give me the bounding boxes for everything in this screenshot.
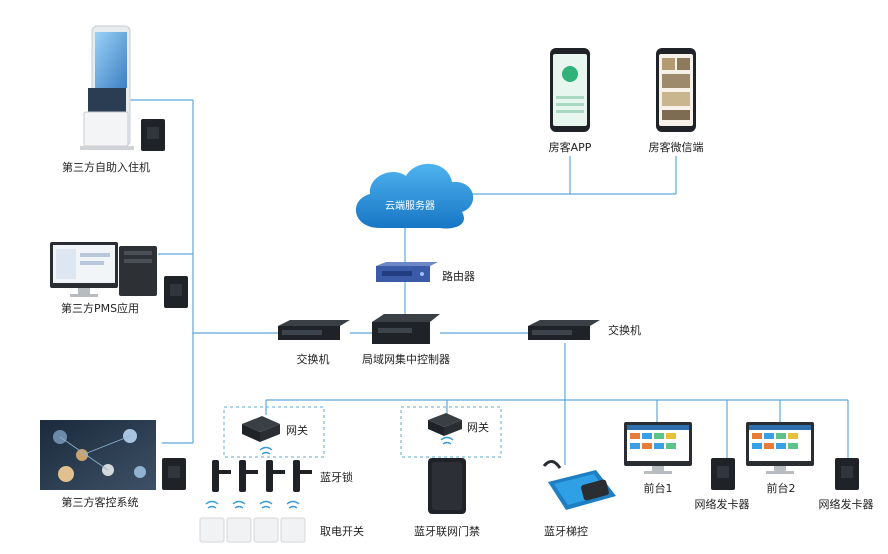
bluetooth-elevator-icon xyxy=(542,460,616,510)
guest-app-phone-icon xyxy=(550,48,590,132)
pms-tower-icon xyxy=(119,246,157,296)
connection-lines xyxy=(130,99,849,465)
gateway-2-dashed-box xyxy=(400,406,502,458)
room-control-card-reader-icon xyxy=(162,458,186,490)
kiosk-label: 第三方自助入住机 xyxy=(62,161,150,174)
gateway-2-icon xyxy=(428,413,462,436)
card-issuer-2-label: 网络发卡器 xyxy=(818,498,874,511)
guest-app-label: 房客APP xyxy=(548,141,592,154)
front-desk-1-label: 前台1 xyxy=(643,482,673,495)
switch-right-icon xyxy=(528,320,600,340)
front-desk-2-monitor-icon xyxy=(746,422,814,474)
switch-left-icon xyxy=(278,320,350,340)
router-icon xyxy=(376,262,438,282)
gateway-1-icon xyxy=(242,416,280,442)
card-issuer-1-label: 网络发卡器 xyxy=(694,498,750,511)
front-desk-1-monitor-icon xyxy=(624,422,692,474)
pms-label: 第三方PMS应用 xyxy=(60,302,140,315)
card-issuer-2-icon xyxy=(835,458,859,490)
switch-left-label: 交换机 xyxy=(296,353,330,366)
bluetooth-access-icon xyxy=(428,458,466,514)
kiosk-card-reader-icon xyxy=(141,119,165,151)
switch-right-label: 交换机 xyxy=(608,324,641,337)
bluetooth-elevator-label: 蓝牙梯控 xyxy=(544,525,588,538)
bluetooth-access-label: 蓝牙联网门禁 xyxy=(414,525,480,538)
pms-monitor-icon xyxy=(50,242,118,297)
front-desk-2-label: 前台2 xyxy=(766,482,796,495)
lan-controller-icon xyxy=(372,314,440,344)
bluetooth-lock-icons xyxy=(212,460,312,492)
kiosk-icon xyxy=(80,25,134,150)
wifi-signal-icons xyxy=(205,436,454,509)
lan-controller-label: 局域网集中控制器 xyxy=(362,353,450,366)
cloud-server-label: 云端服务器 xyxy=(385,201,435,212)
pms-card-reader-icon xyxy=(164,276,188,308)
room-control-label: 第三方客控系统 xyxy=(61,496,139,509)
gateway-1-dashed-box xyxy=(223,406,325,458)
power-switch-label: 取电开关 xyxy=(320,525,364,538)
card-issuer-1-icon xyxy=(711,458,735,490)
room-control-image xyxy=(40,420,156,490)
gateway-1-label: 网关 xyxy=(286,424,308,437)
gateway-2-label: 网关 xyxy=(467,421,489,434)
guest-wechat-phone-icon xyxy=(656,48,696,132)
guest-wechat-label: 房客微信端 xyxy=(648,141,704,154)
power-switch-icons xyxy=(199,517,306,543)
bluetooth-lock-label: 蓝牙锁 xyxy=(320,471,353,484)
router-label: 路由器 xyxy=(442,270,475,283)
cloud-server-icon xyxy=(355,163,474,229)
